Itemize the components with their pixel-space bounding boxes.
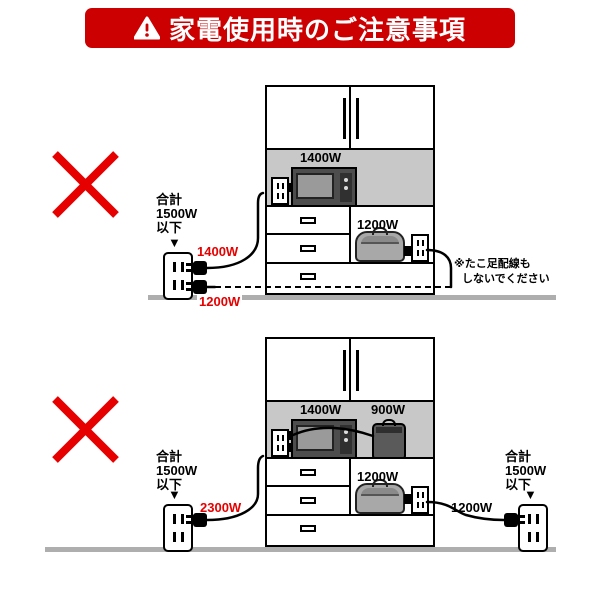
wall-outlet-top-left	[163, 252, 193, 300]
outlet-receptacle	[172, 262, 184, 272]
cooker-lid	[361, 488, 399, 496]
drawer-divider	[267, 485, 349, 487]
drawer-handle	[300, 245, 316, 252]
microwave-window	[296, 173, 334, 199]
cabinet-outlet-left	[271, 177, 289, 205]
microwave-panel	[340, 425, 352, 454]
microwave-watt-label: 1400W	[300, 150, 342, 165]
cooker-watt-label: 1200W	[357, 469, 399, 484]
outlet-receptacle	[172, 280, 184, 290]
kitchen-cabinet-bottom: 1400W 900W 1200W	[265, 337, 435, 547]
cooker-watt-label: 1200W	[357, 217, 399, 232]
wall-outlet-bottom-right	[518, 504, 548, 552]
outlet-receptacle	[172, 514, 184, 524]
door-divider	[349, 87, 351, 148]
cabinet-divider	[349, 459, 351, 514]
microwave-panel	[340, 173, 352, 202]
rice-cooker	[355, 227, 405, 262]
counter-line	[267, 262, 433, 264]
kettle-handle	[382, 419, 396, 426]
door-handle	[343, 98, 346, 139]
total-limit-label-bottom-right: 合計 1500W 以下	[505, 449, 547, 492]
drawer-handle	[300, 469, 316, 476]
kettle-watt-label: 900W	[371, 402, 405, 417]
ground-line-bottom	[45, 547, 556, 552]
ground-line-top	[148, 295, 556, 300]
plug-watt-label-1200-right: 1200W	[451, 500, 493, 515]
down-arrow-icon: ▼	[168, 487, 181, 502]
outlet-receptacle	[172, 532, 184, 542]
total-limit-label-top: 合計 1500W 以下	[156, 192, 198, 235]
cooker-handle	[372, 227, 388, 235]
plug-watt-label-1400: 1400W	[197, 244, 239, 259]
kettle-lid	[376, 427, 402, 433]
counter-line	[267, 514, 433, 516]
drawer-handle	[300, 525, 316, 532]
cabinet-divider	[349, 207, 351, 262]
plug-watt-label-2300: 2300W	[200, 500, 242, 515]
total-limit-label-bottom-left: 合計 1500W 以下	[156, 449, 198, 492]
cord-1400w	[186, 191, 265, 275]
rice-cooker	[355, 479, 405, 514]
drawer-divider	[267, 233, 349, 235]
door-handle	[356, 350, 359, 391]
outlet-receptacle	[527, 514, 539, 524]
warning-banner: 家電使用時のご注意事項	[85, 8, 515, 48]
cabinet-outlet-right	[411, 234, 429, 262]
octopus-wiring-note: ※たこ足配線も しないでください	[454, 258, 550, 285]
microwave	[291, 167, 357, 207]
cabinet-outlet-left	[271, 429, 289, 457]
cabinet-outlet-right	[411, 486, 429, 514]
down-arrow-icon: ▼	[524, 487, 537, 502]
warning-triangle-icon	[133, 16, 160, 40]
x-mark-top	[52, 151, 119, 218]
microwave-watt-label: 1400W	[300, 402, 342, 417]
cabinet-doors	[267, 87, 433, 150]
drawer-handle	[300, 273, 316, 280]
outlet-receptacle	[527, 532, 539, 542]
banner-title: 家電使用時のご注意事項	[168, 14, 466, 45]
door-handle	[356, 98, 359, 139]
cord-2300w	[186, 454, 265, 527]
x-mark-bottom	[52, 396, 119, 463]
cabinet-doors	[267, 339, 433, 402]
drawer-handle	[300, 497, 316, 504]
cooker-handle	[372, 479, 388, 487]
drawer-handle	[300, 217, 316, 224]
cooker-lid	[361, 236, 399, 244]
wall-outlet-bottom-left	[163, 504, 193, 552]
electric-kettle	[372, 419, 406, 459]
microwave	[291, 419, 357, 459]
kitchen-cabinet-top: 1400W 1200W	[265, 85, 435, 295]
plug-watt-label-1200: 1200W	[197, 294, 243, 309]
door-handle	[343, 350, 346, 391]
microwave-window	[296, 425, 334, 451]
down-arrow-icon: ▼	[168, 235, 181, 250]
door-divider	[349, 339, 351, 400]
